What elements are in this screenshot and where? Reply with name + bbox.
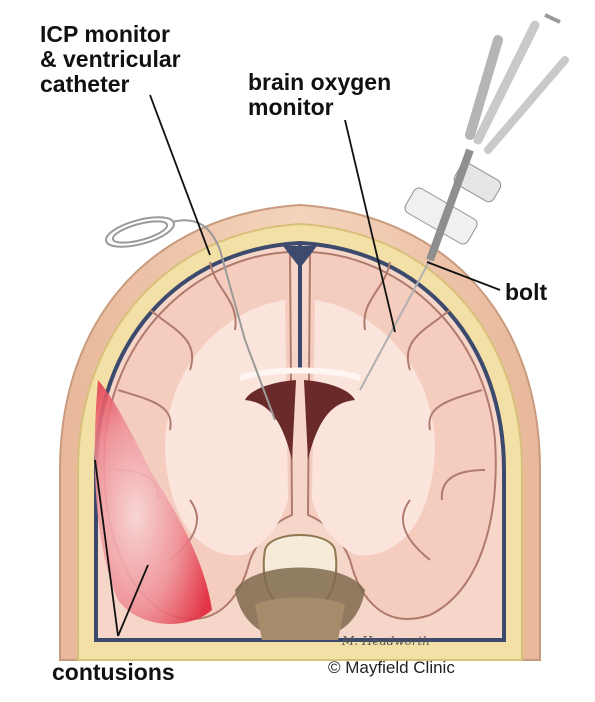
label-icp-line3: catheter xyxy=(40,72,129,97)
label-icp-line1: ICP monitor xyxy=(40,22,170,47)
cerebellum xyxy=(255,598,345,641)
label-icp-line2: & ventricular xyxy=(40,47,181,72)
label-bolt: bolt xyxy=(505,280,547,305)
label-oxygen-line2: monitor xyxy=(248,95,334,120)
label-oxygen-line1: brain oxygen xyxy=(248,70,391,95)
label-contusions: contusions xyxy=(52,660,175,685)
artist-signature: M. Headworth xyxy=(342,634,430,648)
copyright-credit: © Mayfield Clinic xyxy=(328,658,455,678)
